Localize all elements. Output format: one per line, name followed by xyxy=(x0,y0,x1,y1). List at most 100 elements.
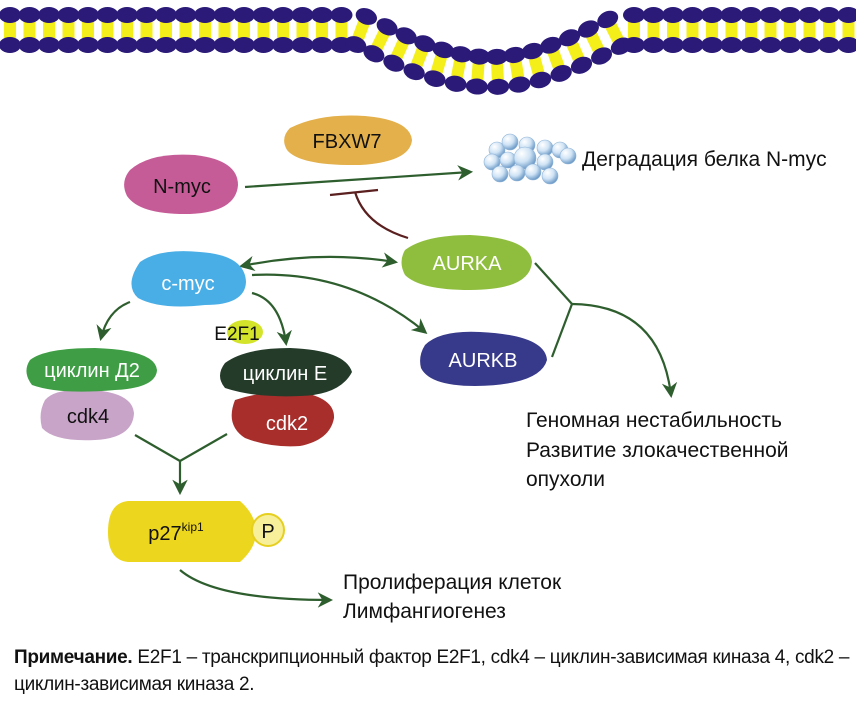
lipid-tail xyxy=(803,22,816,38)
lipid-head xyxy=(487,78,510,95)
protein-aggregate-ball xyxy=(536,139,554,157)
line-aurka-junction xyxy=(534,262,573,305)
lipid-head xyxy=(344,36,367,53)
lipid-head xyxy=(18,37,41,53)
lipid-head xyxy=(135,7,158,23)
protein-aggregate-ball xyxy=(508,164,526,182)
edges xyxy=(96,165,678,608)
arrow-cmyc-to-cyclind2 xyxy=(96,300,131,341)
lipid-molecule xyxy=(503,46,531,93)
proliferation-line-1: Пролиферация клеток xyxy=(343,571,562,594)
degradation-outcome-label: Деградация белка N-myc xyxy=(582,148,827,171)
lipid-head xyxy=(233,7,255,23)
node-nmyc: N-myc xyxy=(124,154,238,215)
line-cdk4-junction xyxy=(134,434,181,462)
genomic-line-2: Развитие злокачественной xyxy=(526,439,789,462)
lipid-head xyxy=(720,7,743,23)
lipid-molecule xyxy=(642,7,665,53)
genomic-line-1: Геномная нестабильность xyxy=(526,409,782,432)
lipid-tail xyxy=(491,63,504,81)
lipid-tail xyxy=(179,22,192,38)
lipid-head xyxy=(311,7,333,23)
note-heading: Примечание. xyxy=(14,647,133,668)
aurkb-label: AURKB xyxy=(449,350,518,372)
lipid-head xyxy=(213,7,236,23)
proliferation-outcome-label: Пролиферация клеток Лимфангиогенез xyxy=(343,571,562,623)
lipid-head xyxy=(96,37,119,53)
inhibition-bar xyxy=(329,188,379,197)
protein-aggregate-icon xyxy=(483,133,577,185)
lipid-molecule xyxy=(155,7,177,53)
lipid-head xyxy=(740,37,762,53)
lipid-head xyxy=(252,7,275,23)
lipid-head xyxy=(116,7,138,23)
node-aurka: AURKA xyxy=(401,235,532,290)
inhibition-aurka-to-degradation xyxy=(353,191,409,240)
lipid-tail xyxy=(764,22,777,38)
lipid-head xyxy=(0,37,21,53)
lipid-head xyxy=(681,7,704,23)
lipid-head xyxy=(759,7,782,23)
lipid-head xyxy=(155,37,177,53)
lipid-molecule xyxy=(818,7,840,53)
lipid-head xyxy=(116,37,138,53)
genomic-line-3: опухоли xyxy=(526,468,605,491)
lipid-tail xyxy=(528,56,545,75)
lipid-tail xyxy=(23,22,36,38)
lipid-molecule xyxy=(383,27,417,72)
lipid-head xyxy=(444,75,467,92)
e2f1-label: E2F1 xyxy=(214,324,259,345)
lipid-head xyxy=(272,37,294,53)
lipid-molecule xyxy=(403,35,436,81)
lipid-head xyxy=(96,7,119,23)
lipid-molecule xyxy=(213,7,236,53)
aurka-label: AURKA xyxy=(433,253,503,275)
lipid-tail xyxy=(371,30,390,51)
nmyc-label: N-myc xyxy=(153,176,211,198)
protein-aggregate-ball xyxy=(513,146,537,170)
cyclind2-label: циклин Д2 xyxy=(44,360,140,382)
lipid-tail xyxy=(842,22,855,38)
lipid-head xyxy=(194,7,216,23)
lipid-head xyxy=(558,29,581,47)
lipid-molecule xyxy=(77,7,99,53)
lipid-tail xyxy=(277,22,289,38)
lipid-head xyxy=(508,76,531,93)
cell-membrane xyxy=(0,7,856,95)
lipid-molecule xyxy=(233,7,255,53)
lipid-head xyxy=(135,37,158,53)
lipid-head xyxy=(570,56,593,74)
lipid-head xyxy=(291,7,314,23)
line-aurkb-junction xyxy=(550,303,574,358)
lipid-tail xyxy=(706,22,718,38)
lipid-head xyxy=(213,37,236,53)
node-cdk4: cdk4 xyxy=(40,389,134,441)
lipid-molecule xyxy=(701,7,723,53)
lipid-tail xyxy=(686,22,699,38)
lipid-tail xyxy=(43,22,55,38)
lipid-molecule xyxy=(540,36,572,82)
lipid-tail xyxy=(430,54,448,74)
lipid-head xyxy=(18,7,41,23)
lipid-head xyxy=(38,37,60,53)
lipid-molecule xyxy=(740,7,762,53)
node-cmyc: c-myc xyxy=(131,251,246,307)
lipid-head xyxy=(577,20,599,38)
lipid-tail xyxy=(784,22,796,38)
p27-label: p27kip1 xyxy=(148,520,204,545)
lipid-molecule xyxy=(344,8,378,53)
proliferation-line-2: Лимфангиогенез xyxy=(343,600,506,623)
lipid-head xyxy=(642,37,665,53)
node-cdk2: cdk2 xyxy=(231,391,335,447)
lipid-molecule xyxy=(174,7,197,53)
lipid-tail xyxy=(335,22,348,38)
protein-aggregate-ball xyxy=(559,147,577,165)
lipid-head xyxy=(529,71,552,89)
lipid-tail xyxy=(391,39,409,60)
lipid-molecule xyxy=(311,7,333,53)
lipid-molecule xyxy=(779,7,801,53)
lipid-head xyxy=(779,7,801,23)
lipid-tail xyxy=(509,60,525,79)
lipid-head xyxy=(77,37,99,53)
lipid-head xyxy=(642,7,665,23)
